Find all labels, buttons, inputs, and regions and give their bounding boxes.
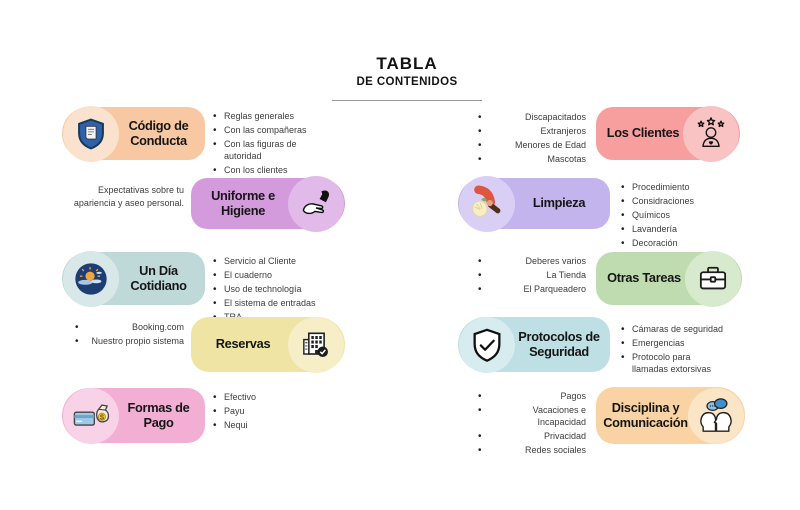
bullet-item: Emergencias [621,337,726,350]
bullet-list-otras-tareas: Deberes varios La Tienda El Parqueadero [478,255,586,298]
bullet-list-los-clientes: Discapacitados Extranjeros Menores de Ed… [478,111,586,168]
section-los-clientes: Los Clientes [596,105,740,162]
bullet-list-limpieza: Procedimiento Considraciones Químicos La… [621,181,731,251]
hotel-check-icon [303,331,328,357]
briefcase-icon [699,266,727,289]
section-reservas: Reservas [191,316,345,373]
sunrise-icon [75,262,107,295]
bullet-item: Redes sociales [478,444,586,457]
shield-check-icon [473,328,501,362]
bullet-item: Lavandería [621,223,731,236]
section-title: Disciplina y Comunicación [603,400,688,430]
bullet-item: Discapacitados [478,111,586,124]
bullet-item: Vacaciones e Incapacidad [478,404,586,429]
bullet-item: Deberes varios [478,255,586,268]
section-title: Uniforme e Higiene [211,188,275,218]
bullet-item: Nequi [213,419,323,432]
shield-document-icon [78,117,104,150]
title-line1: TABLA [376,54,438,73]
bullet-item: Uso de technología [213,283,338,296]
icon-circle [459,175,515,232]
section-limpieza: Limpieza [458,175,610,232]
bullet-item: Químicos [621,209,731,222]
icon-circle [63,105,119,162]
bullet-list-codigo-de-conducta: Reglas generales Con las compañeras Con … [213,110,316,178]
icon-circle [685,250,741,307]
icon-circle [63,250,119,307]
money-icon: $ [73,403,110,426]
handwash-icon [302,189,330,214]
bullet-item: El Parqueadero [478,283,586,296]
bullet-item: Considraciones [621,195,731,208]
section-title: Un Día Cotidiano [130,263,187,293]
section-title: Protocolos de Seguridad [518,329,600,359]
section-protocolos-de-seguridad: Protocolos de Seguridad [458,316,610,373]
bullet-item: Con los clientes [213,164,316,177]
bullet-item: Reglas generales [213,110,316,123]
section-codigo-de-conducta: Código de Conducta [62,105,205,162]
section-otras-tareas: Otras Tareas [596,250,742,307]
bullet-list-un-dia-cotidiano: Servicio al Cliente El cuaderno Uso de t… [213,255,338,325]
bullet-item: Decoración [621,237,731,250]
section-disciplina-y-comunicacion: Disciplina y Comunicación [596,387,745,444]
section-title: Código de Conducta [128,118,189,148]
section-uniforme-e-higiene: Uniforme e Higiene [191,175,345,232]
bullet-item: Pagos [478,390,586,403]
bullet-item: Protocolo para llamadas extorsivas [621,351,726,376]
bullet-item: Efectivo [213,391,323,404]
bullet-item: Menores de Edad [478,139,586,152]
section-title: Formas de Pago [127,400,190,430]
icon-circle [288,316,344,373]
section-title: Los Clientes [606,125,680,141]
icon-circle [688,387,744,444]
chat-heads-icon [700,397,732,432]
bullet-item: La Tienda [478,269,586,282]
duster-icon [472,184,501,217]
bullet-list-protocolos-de-seguridad: Cámaras de seguridad Emergencias Protoco… [621,323,726,378]
section-formas-de-pago: $ Formas de Pago [62,387,205,444]
section-un-dia-cotidiano: Un Día Cotidiano [62,250,205,307]
icon-circle [459,316,515,373]
bullet-item: Cámaras de seguridad [621,323,726,336]
bullet-item: El sistema de entradas [213,297,338,310]
bullet-item: Con las figuras de autoridad [213,138,316,163]
customer-stars-icon [697,116,725,147]
bullet-item: Extranjeros [478,125,586,138]
section-title: Limpieza [532,195,586,211]
note-uniforme-e-higiene: Expectativas sobre tu apariencia y aseo … [73,185,184,209]
bullet-item: Booking.com [75,321,184,334]
page-title: TABLA DE CONTENIDOS [307,54,507,88]
section-title: Otras Tareas [607,270,681,286]
bullet-list-reservas: Booking.com Nuestro propio sistema [75,321,184,350]
svg-text:$: $ [100,412,105,421]
bullet-item: El cuaderno [213,269,338,282]
icon-circle: $ [63,387,119,444]
icon-circle [288,175,344,232]
section-title: Reservas [215,336,271,352]
bullet-item: Procedimiento [621,181,731,194]
bullet-item: Privacidad [478,430,586,443]
bullet-list-disciplina: Pagos Vacaciones e Incapacidad Privacida… [478,390,586,458]
bullet-item: Servicio al Cliente [213,255,338,268]
icon-circle [683,105,739,162]
title-line2: DE CONTENIDOS [356,75,458,88]
title-divider [332,100,482,101]
bullet-item: Con las compañeras [213,124,316,137]
bullet-item: Payu [213,405,323,418]
bullet-item: Nuestro propio sistema [75,335,184,348]
bullet-list-formas-de-pago: Efectivo Payu Nequi [213,391,323,434]
bullet-item: Mascotas [478,153,586,166]
